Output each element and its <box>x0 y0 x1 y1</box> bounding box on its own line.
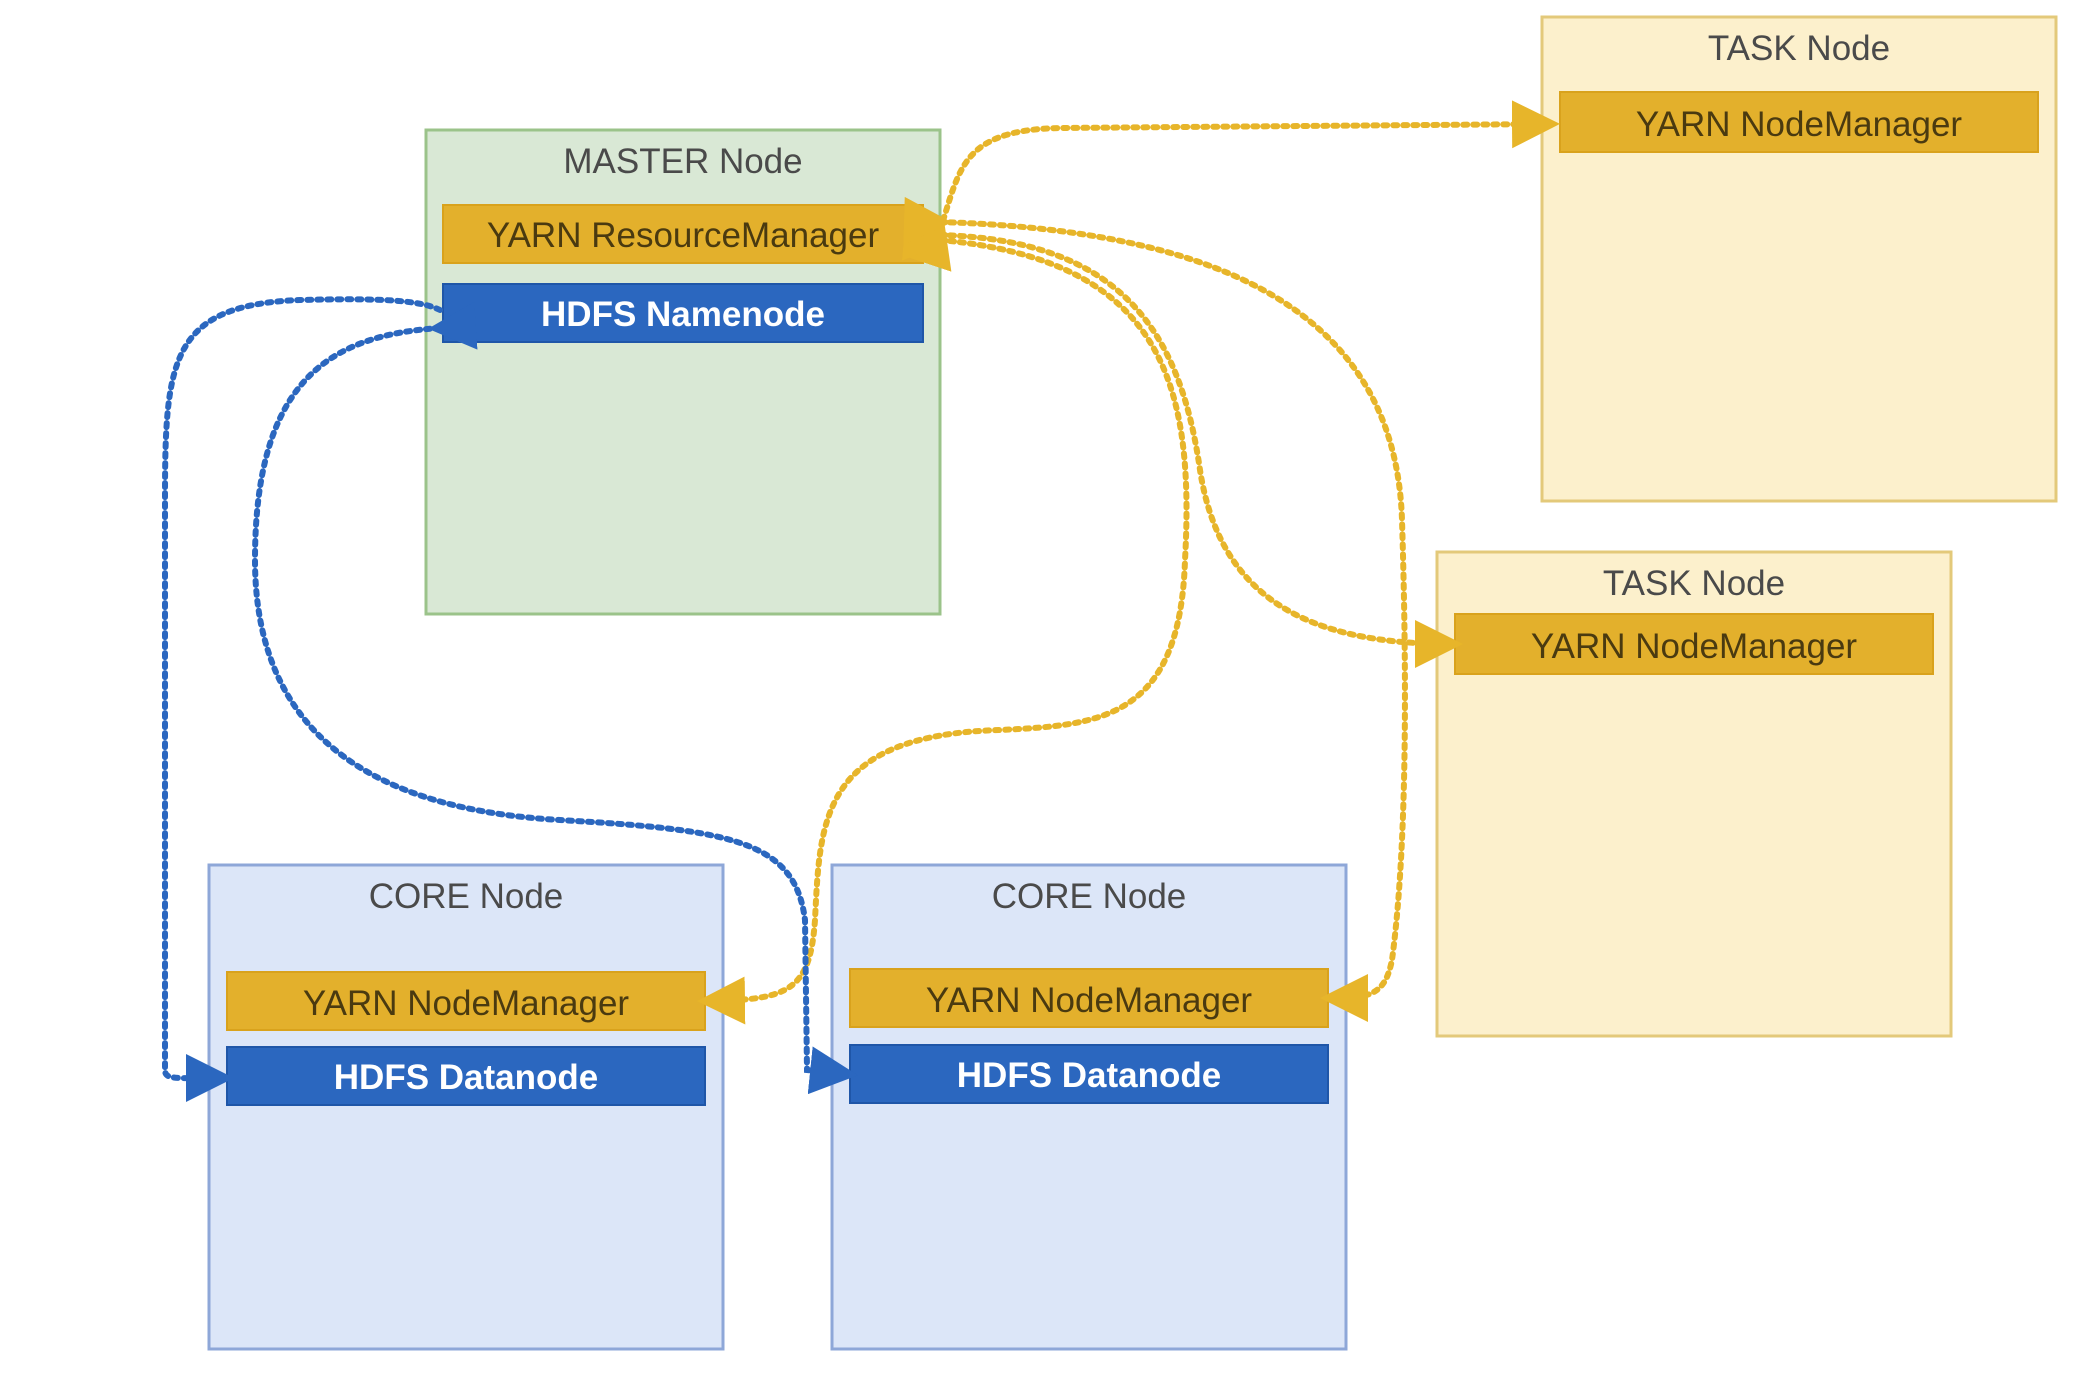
core-node-2-title: CORE Node <box>992 877 1187 916</box>
core-node-1-yarn-nodemanager-label: YARN NodeManager <box>303 984 630 1023</box>
yarn-link-task-node-1 <box>905 100 1560 272</box>
core-node-2-box <box>830 863 1348 1351</box>
task-node-2-title: TASK Node <box>1603 564 1785 603</box>
task-node-1-yarn-nodemanager-box <box>1559 91 2039 153</box>
task-node-1-title: TASK Node <box>1708 29 1890 68</box>
core-node-1: CORE Node YARN NodeManager HDFS Datanode <box>207 863 725 1351</box>
hdfs-link-core-node-2 <box>251 301 858 1095</box>
task-node-1-box <box>1540 15 2058 503</box>
core-node-1-box <box>207 863 725 1351</box>
yarn-resourcemanager-label: YARN ResourceManager <box>487 216 880 255</box>
core-node-1-hdfs-datanode-label: HDFS Datanode <box>334 1058 598 1097</box>
core-node-2-yarn-nodemanager-label: YARN NodeManager <box>926 981 1253 1020</box>
master-node-title: MASTER Node <box>563 142 802 181</box>
task-node-1: TASK Node YARN NodeManager <box>1540 15 2058 503</box>
master-node-box <box>424 128 942 616</box>
core-node-2: CORE Node YARN NodeManager HDFS Datanode <box>830 863 1348 1351</box>
task-node-2-yarn-nodemanager-box <box>1454 613 1934 675</box>
core-node-1-title: CORE Node <box>369 877 564 916</box>
yarn-link-task-node-2 <box>903 209 1463 668</box>
hdfs-namenode-label: HDFS Namenode <box>541 295 825 334</box>
core-node-2-hdfs-datanode-label: HDFS Datanode <box>957 1056 1221 1095</box>
yarn-link-core-node-2 <box>903 196 1408 1022</box>
hdfs-link-core-node-1 <box>162 296 443 1103</box>
task-node-2: TASK Node YARN NodeManager <box>1435 550 1953 1038</box>
master-node: MASTER Node YARN ResourceManager HDFS Na… <box>424 128 942 616</box>
task-node-1-yarn-nodemanager-label: YARN NodeManager <box>1636 105 1963 144</box>
task-node-2-yarn-nodemanager-label: YARN NodeManager <box>1531 627 1858 666</box>
